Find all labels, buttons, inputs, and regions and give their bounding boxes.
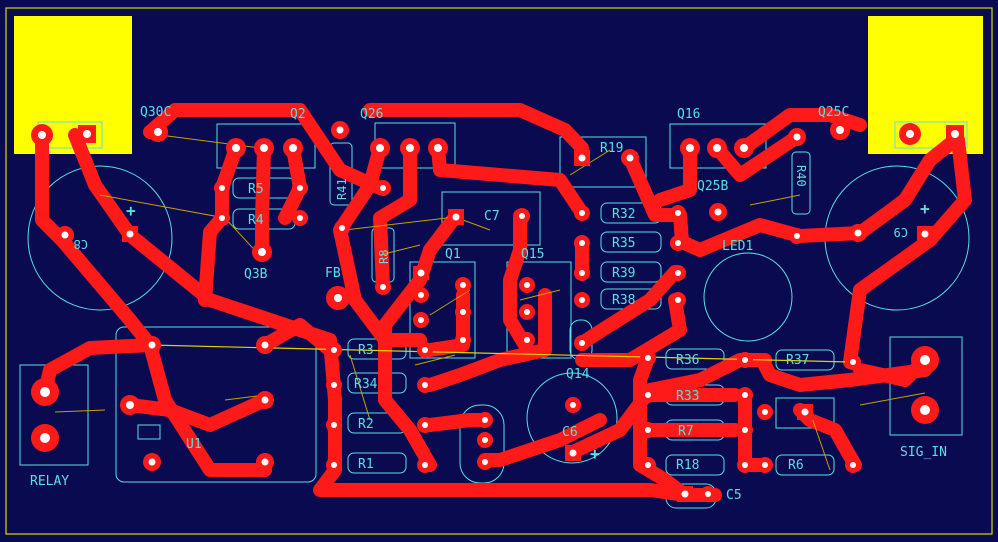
label-u1: U1: [186, 437, 202, 452]
label-relay: RELAY: [30, 474, 69, 489]
label-c9: C9: [894, 225, 908, 239]
label-r8: R8: [377, 250, 391, 264]
label-r2: R2: [358, 417, 374, 432]
label-c8: C8: [74, 237, 88, 251]
label-c7: C7: [484, 209, 500, 224]
label-r6: R6: [788, 458, 804, 473]
label-q1: Q1: [445, 247, 461, 262]
silkscreen-outlines: [19, 122, 970, 509]
label-q26: Q26: [360, 107, 383, 122]
label-r34: R34: [354, 377, 378, 392]
label-r40: R40: [794, 165, 808, 187]
label-q25c: Q25C: [818, 105, 849, 120]
pads: [31, 120, 964, 502]
label-q30c: Q30C: [140, 105, 171, 120]
label-r19: R19: [600, 141, 623, 156]
label-led1: LED1: [722, 239, 753, 254]
label-r32: R32: [612, 207, 635, 222]
label-fb: FB: [325, 266, 341, 281]
label-r18: R18: [676, 458, 699, 473]
plus-c9: +: [920, 199, 930, 218]
label-q25b: Q25B: [697, 179, 728, 194]
label-r36: R36: [676, 353, 699, 368]
label-r33: R33: [676, 389, 699, 404]
label-r1: R1: [358, 457, 374, 472]
plus-c6: +: [590, 444, 600, 463]
label-r35: R35: [612, 236, 635, 251]
label-r3: R3: [358, 343, 374, 358]
label-q16: Q16: [677, 107, 700, 122]
polarity-markers: + + +: [126, 199, 930, 463]
label-r41: R41: [335, 178, 349, 200]
label-c6: C6: [562, 425, 578, 440]
label-q3b: Q3B: [244, 267, 268, 282]
label-sig-in: SIG_IN: [900, 445, 947, 460]
plus-c8: +: [126, 201, 136, 220]
component-labels: Q30C Q2 Q26 R19 Q16 Q25C R5 R4 C7 Q25B R…: [30, 105, 947, 503]
label-r39: R39: [612, 266, 635, 281]
label-q14: Q14: [566, 367, 590, 382]
board-outline: [5, 7, 993, 535]
label-r7: R7: [678, 424, 694, 439]
label-r5: R5: [248, 182, 264, 197]
label-q2: Q2: [290, 107, 306, 122]
label-r4: R4: [248, 213, 264, 228]
label-r37: R37: [786, 353, 809, 368]
rotated-labels: C8 C9 R41 R8 R40: [74, 165, 908, 264]
label-q15: Q15: [521, 247, 544, 262]
pour-right: [868, 16, 983, 154]
label-c5: C5: [726, 488, 742, 503]
label-r38: R38: [612, 293, 635, 308]
